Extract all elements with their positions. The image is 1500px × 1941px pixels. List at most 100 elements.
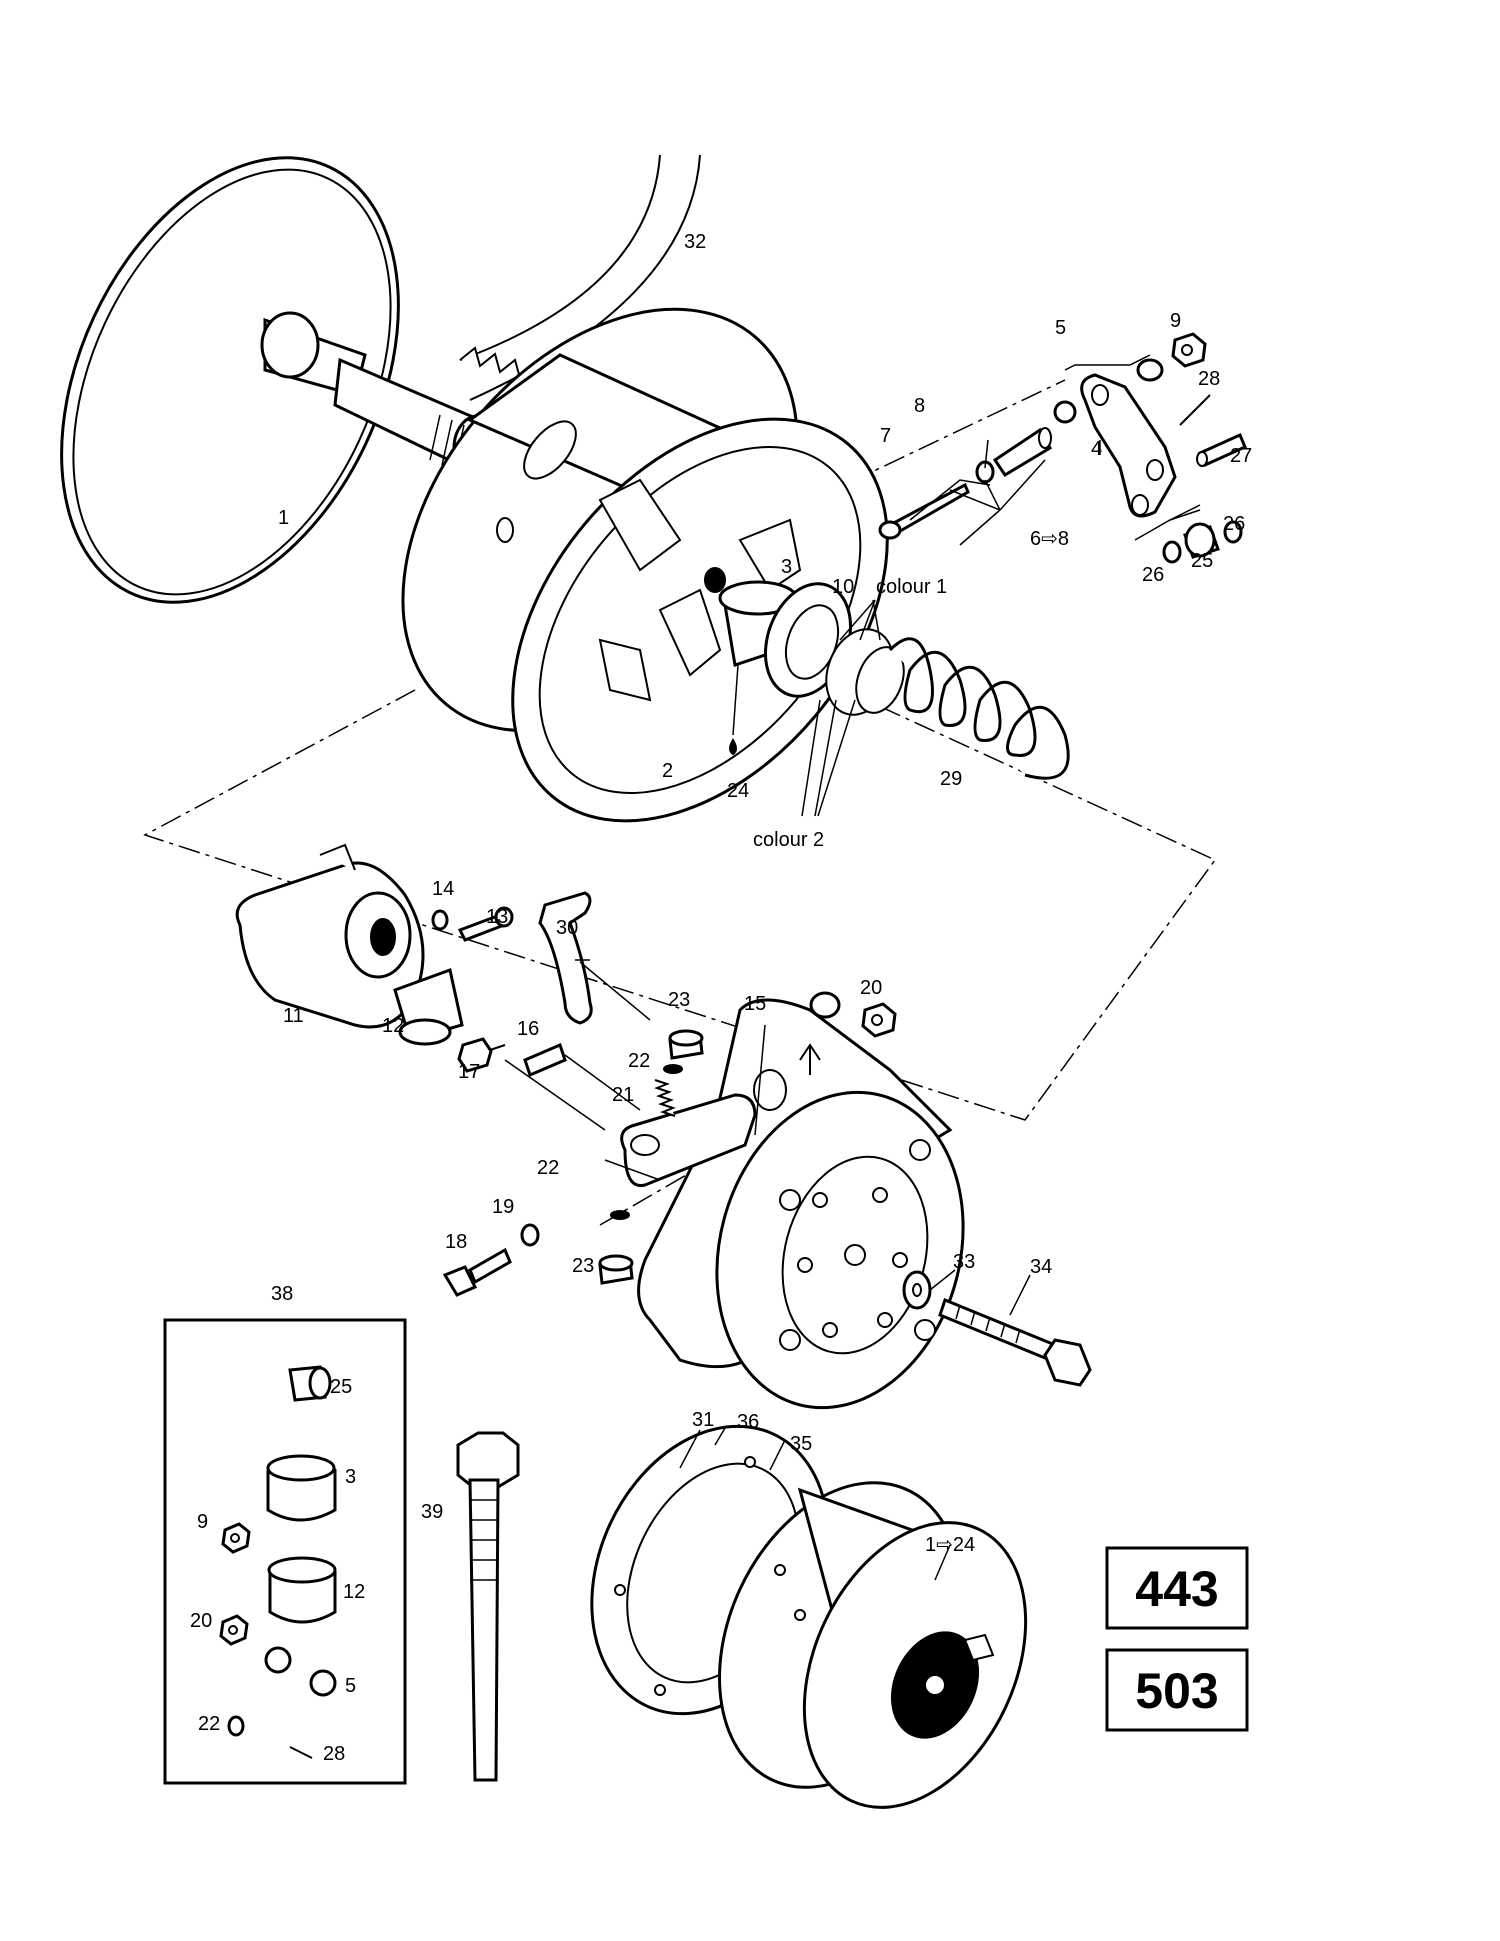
part-25-roller <box>1183 522 1220 559</box>
label-part-4: 4 <box>1091 438 1102 460</box>
kit-o-ring-22 <box>227 1715 245 1737</box>
label-part-16: 16 <box>517 1018 539 1040</box>
part-22-o-rings <box>610 1064 683 1220</box>
label-part-27: 27 <box>1230 445 1252 467</box>
part-15-housing <box>620 991 965 1410</box>
part-39-long-bolt <box>456 1431 520 1782</box>
kit-bushing-12 <box>267 1556 337 1624</box>
label-part-12: 12 <box>382 1015 404 1037</box>
label-part-6-to-8: 6⇨8 <box>1030 528 1069 550</box>
label-part-26b: 26 <box>1223 513 1245 535</box>
label-part-28: 28 <box>1198 368 1220 390</box>
part-13-screw <box>457 906 514 942</box>
kit-label-25: 25 <box>330 1376 352 1398</box>
label-colour-1: colour 1 <box>876 576 947 598</box>
label-part-31: 31 <box>692 1409 714 1431</box>
part-14-washer <box>431 909 449 931</box>
part-11-cam <box>235 843 425 1029</box>
label-part-23b: 23 <box>572 1255 594 1277</box>
label-part-25: 25 <box>1191 550 1213 572</box>
leader-lines <box>504 354 1201 1581</box>
label-part-11: 11 <box>283 1005 304 1027</box>
kit-label-12: 12 <box>343 1581 365 1603</box>
label-part-2: 2 <box>662 760 673 782</box>
assembled-driven-pulley <box>718 1481 1028 1809</box>
kit-bushing-3 <box>266 1454 337 1522</box>
label-part-33: 33 <box>953 1251 975 1273</box>
part-17-adjuster <box>457 1037 506 1073</box>
label-part-5: 5 <box>1055 317 1066 339</box>
part-30-lever <box>538 891 593 1025</box>
part-5-bushings <box>1053 358 1164 424</box>
label-part-15: 15 <box>744 993 766 1015</box>
part-33-washer <box>902 1270 932 1310</box>
kit-labels: 25 3 9 12 20 5 22 28 <box>190 1376 365 1765</box>
label-part-8: 8 <box>914 395 925 417</box>
kit-cotter-28 <box>289 1746 313 1759</box>
part-1-fixed-sheave <box>60 156 504 604</box>
label-part-9: 9 <box>1170 310 1181 332</box>
kit-nut-9 <box>221 1522 251 1554</box>
part-28-cotter-pin <box>1179 394 1211 426</box>
label-part-1-to-24: 1⇨24 <box>925 1534 975 1556</box>
label-part-20: 20 <box>860 977 882 999</box>
label-colour-2: colour 2 <box>753 829 824 851</box>
label-part-17: 17 <box>458 1061 480 1083</box>
part-26-washers <box>1162 520 1243 564</box>
kit-label-9: 9 <box>197 1511 208 1533</box>
label-part-30: 30 <box>556 917 578 939</box>
model-503: 503 <box>1135 1663 1218 1719</box>
kit-box-38 <box>163 1318 407 1785</box>
label-part-22b: 22 <box>537 1157 559 1179</box>
label-part-32: 32 <box>684 231 706 253</box>
label-part-22a: 22 <box>628 1050 650 1072</box>
label-part-7: 7 <box>880 425 891 447</box>
label-part-38: 38 <box>271 1283 293 1305</box>
label-part-39: 39 <box>421 1501 443 1523</box>
part-2-movable-sheave <box>401 307 889 823</box>
label-part-34: 34 <box>1030 1256 1052 1278</box>
label-part-36: 36 <box>737 1411 759 1433</box>
part-34-bolt <box>938 1298 1092 1387</box>
part-labels: 1 2 3 4 5 6⇨8 7 8 9 10 colour 1 colour 2… <box>271 231 1252 1556</box>
label-part-19: 19 <box>492 1196 514 1218</box>
label-part-3: 3 <box>781 556 792 578</box>
model-box-443 <box>1105 1546 1249 1630</box>
model-443: 443 <box>1135 1561 1218 1617</box>
label-part-14: 14 <box>432 878 454 900</box>
kit-bushing-5 <box>264 1646 337 1697</box>
part-24-grease-drop <box>729 664 739 756</box>
label-part-13: 13 <box>486 906 508 928</box>
kit-label-28: 28 <box>323 1743 345 1765</box>
label-part-18: 18 <box>445 1231 467 1253</box>
part-20-nut <box>861 1002 897 1038</box>
label-part-21: 21 <box>612 1084 634 1106</box>
label-part-29: 29 <box>940 768 962 790</box>
kit-label-22: 22 <box>198 1713 220 1735</box>
label-part-24: 24 <box>727 780 749 802</box>
label-part-10: 10 <box>832 576 854 598</box>
part-16-pin <box>523 1042 567 1078</box>
kit-label-5: 5 <box>345 1675 356 1697</box>
part-9-nut <box>1171 332 1207 368</box>
label-part-26a: 26 <box>1142 564 1164 586</box>
part-29-spring <box>825 628 1070 780</box>
part-12-bushing <box>393 968 464 1046</box>
kit-roller-25 <box>288 1365 332 1402</box>
part-18-bolt <box>442 1247 512 1297</box>
part-6-pin <box>992 427 1053 478</box>
part-19-washer <box>520 1223 540 1247</box>
label-part-35: 35 <box>790 1433 812 1455</box>
label-part-23a: 23 <box>668 989 690 1011</box>
part-7-screw <box>878 482 970 540</box>
part-21-spring <box>654 1079 676 1117</box>
part-23-bushings <box>598 1029 704 1285</box>
model-box-503 <box>1105 1648 1249 1732</box>
part-4-lever-arm <box>1080 373 1177 518</box>
label-part-1: 1 <box>278 507 289 529</box>
part-27-pin <box>1196 432 1247 468</box>
kit-nut-20 <box>219 1614 249 1646</box>
kit-label-3: 3 <box>345 1466 356 1488</box>
kit-label-20: 20 <box>190 1610 212 1632</box>
